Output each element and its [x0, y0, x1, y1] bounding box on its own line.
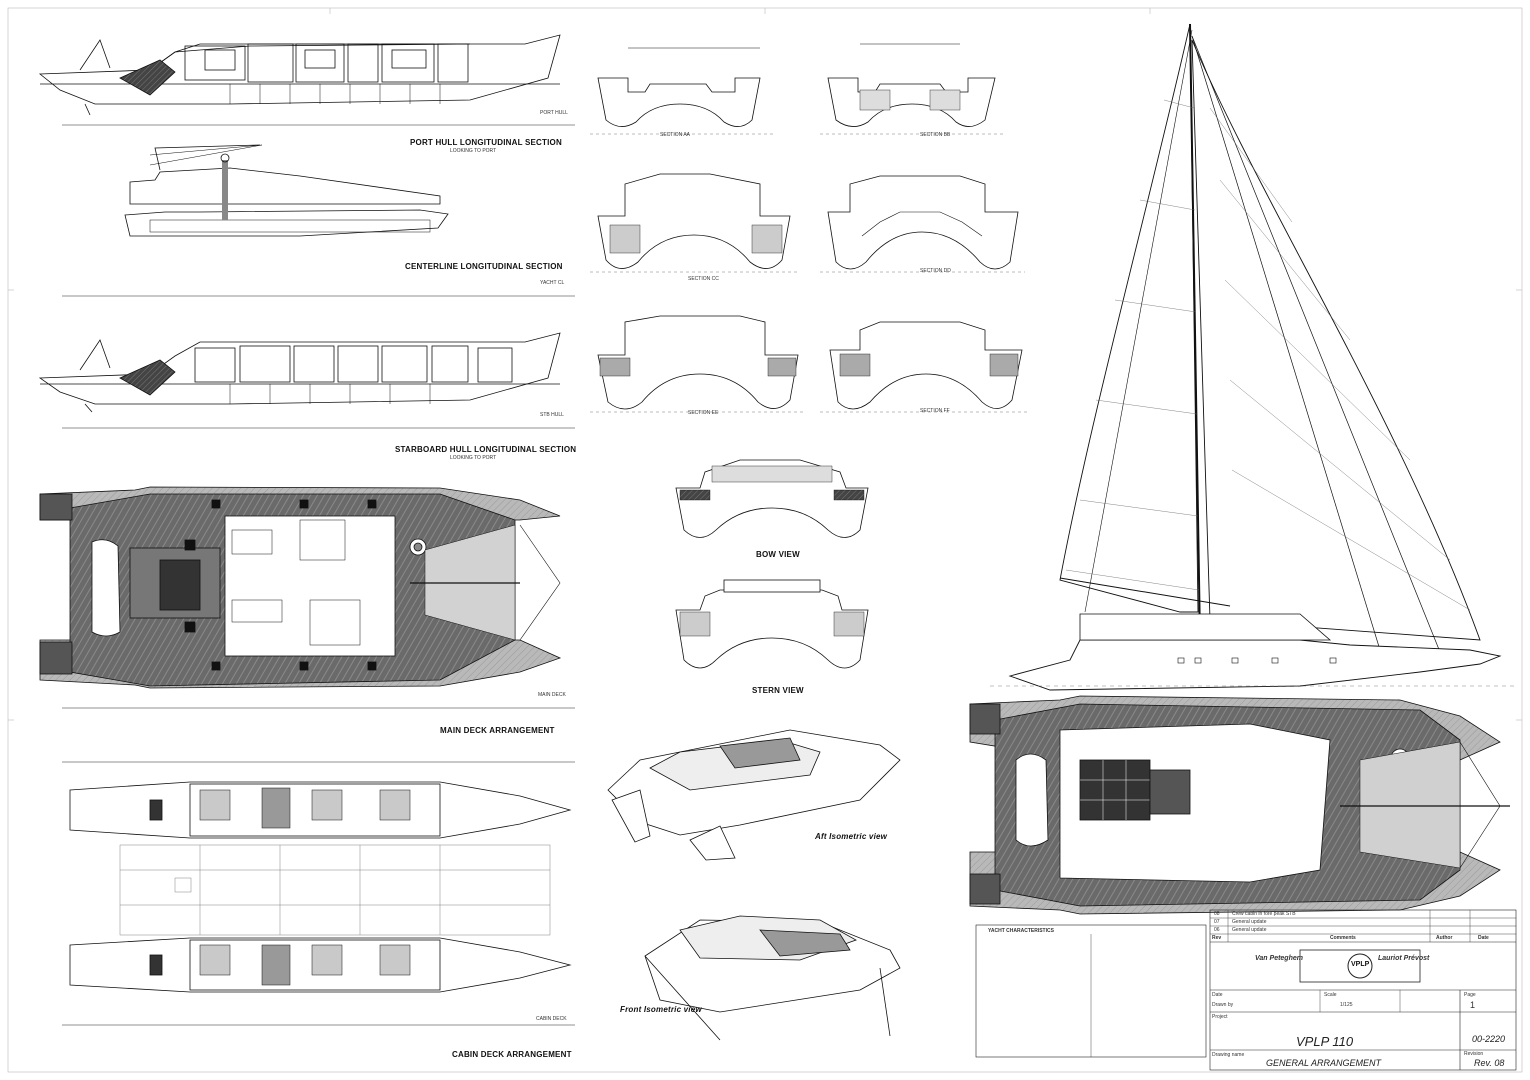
front-isometric: [644, 915, 901, 1041]
section-bb-label: SECTION BB: [920, 132, 951, 138]
field-project-label: Project: [1212, 1014, 1228, 1020]
port-hull-section: [38, 34, 561, 116]
revisions-header-rev: Rev: [1212, 935, 1222, 941]
revisions-header-date: Date: [1478, 935, 1489, 941]
revision-row-3-number: 06: [1214, 927, 1220, 933]
revision-row-3-comment: General update: [1232, 927, 1267, 933]
revision-row-1-comment: Crew cabin in fore peak STB: [1232, 911, 1296, 917]
drawing-title: GENERAL ARRANGEMENT: [1266, 1058, 1382, 1068]
page-value: 1: [1470, 1000, 1476, 1010]
bow-view-label: BOW VIEW: [756, 550, 800, 559]
revision-row-1-number: 08: [1214, 911, 1220, 917]
section-ee-label: SECTION EE: [688, 410, 719, 416]
field-date-label: Date: [1212, 992, 1223, 998]
scale-value: 1/125: [1340, 1002, 1353, 1008]
port-hull-sub: LOOKING TO PORT: [450, 148, 497, 154]
revision-row-2-comment: General update: [1232, 919, 1267, 925]
aft-isometric: [607, 729, 901, 861]
stern-view: [675, 579, 869, 669]
field-page-label: Page: [1464, 992, 1476, 998]
starboard-hull-tag: STB HULL: [540, 412, 564, 418]
main-deck-plan: [39, 486, 562, 689]
field-drawn-label: Drawn by: [1212, 1002, 1234, 1008]
port-hull-label: PORT HULL LONGITUDINAL SECTION: [410, 138, 562, 147]
section-aa-label: SECTION AA: [660, 132, 691, 138]
flybridge-plan: [969, 695, 1510, 915]
section-dd-label: SECTION DD: [920, 268, 951, 274]
brand-monogram: VPLP: [1351, 961, 1370, 968]
revision-row-2-number: 07: [1214, 919, 1220, 925]
starboard-hull-sub: LOOKING TO PORT: [450, 455, 497, 461]
main-deck-label: MAIN DECK ARRANGEMENT: [440, 726, 555, 735]
project-name: VPLP 110: [1296, 1034, 1354, 1049]
revisions-header-comments: Comments: [1330, 935, 1356, 941]
revisions-header-author: Author: [1436, 935, 1453, 941]
starboard-hull-label: STARBOARD HULL LONGITUDINAL SECTION: [395, 445, 577, 454]
centerline-tag: YACHT CL: [540, 280, 565, 286]
starboard-hull-section: [38, 332, 561, 413]
front-isometric-label: Front Isometric view: [620, 1005, 702, 1014]
port-hull-tag: PORT HULL: [540, 110, 568, 116]
frame-ticks: [8, 8, 1522, 721]
main-deck-tag: MAIN DECK: [538, 692, 566, 698]
section-ff-label: SECTION FF: [920, 408, 950, 414]
drawing-number: 00-2220: [1472, 1034, 1506, 1044]
section-cc-label: SECTION CC: [688, 276, 719, 282]
title-block-lines: [975, 909, 1517, 1071]
centerline-section: [124, 144, 449, 237]
stern-view-label: STERN VIEW: [752, 686, 804, 695]
cabin-deck-tag: CABIN DECK: [536, 1016, 567, 1022]
centerline-label: CENTERLINE LONGITUDINAL SECTION: [405, 262, 563, 271]
cross-sections: [590, 43, 1030, 413]
brand-left: Van Peteghem: [1255, 955, 1303, 962]
field-scale-label: Scale: [1324, 992, 1337, 998]
sail-plan: [990, 23, 1515, 691]
cabin-deck-scale: [62, 761, 575, 1026]
revision-number: Rev. 08: [1474, 1058, 1505, 1068]
aft-isometric-label: Aft Isometric view: [815, 832, 888, 841]
bow-view: [675, 459, 869, 538]
cabin-deck-label: CABIN DECK ARRANGEMENT: [452, 1050, 572, 1059]
field-title-label: Drawing name: [1212, 1052, 1245, 1058]
cabin-deck-plan: [69, 781, 572, 993]
brand-right: Lauriot Prévost: [1378, 955, 1430, 962]
field-revision-label: Revision: [1464, 1051, 1484, 1057]
yacht-characteristics-heading: YACHT CHARACTERISTICS: [988, 928, 1054, 934]
